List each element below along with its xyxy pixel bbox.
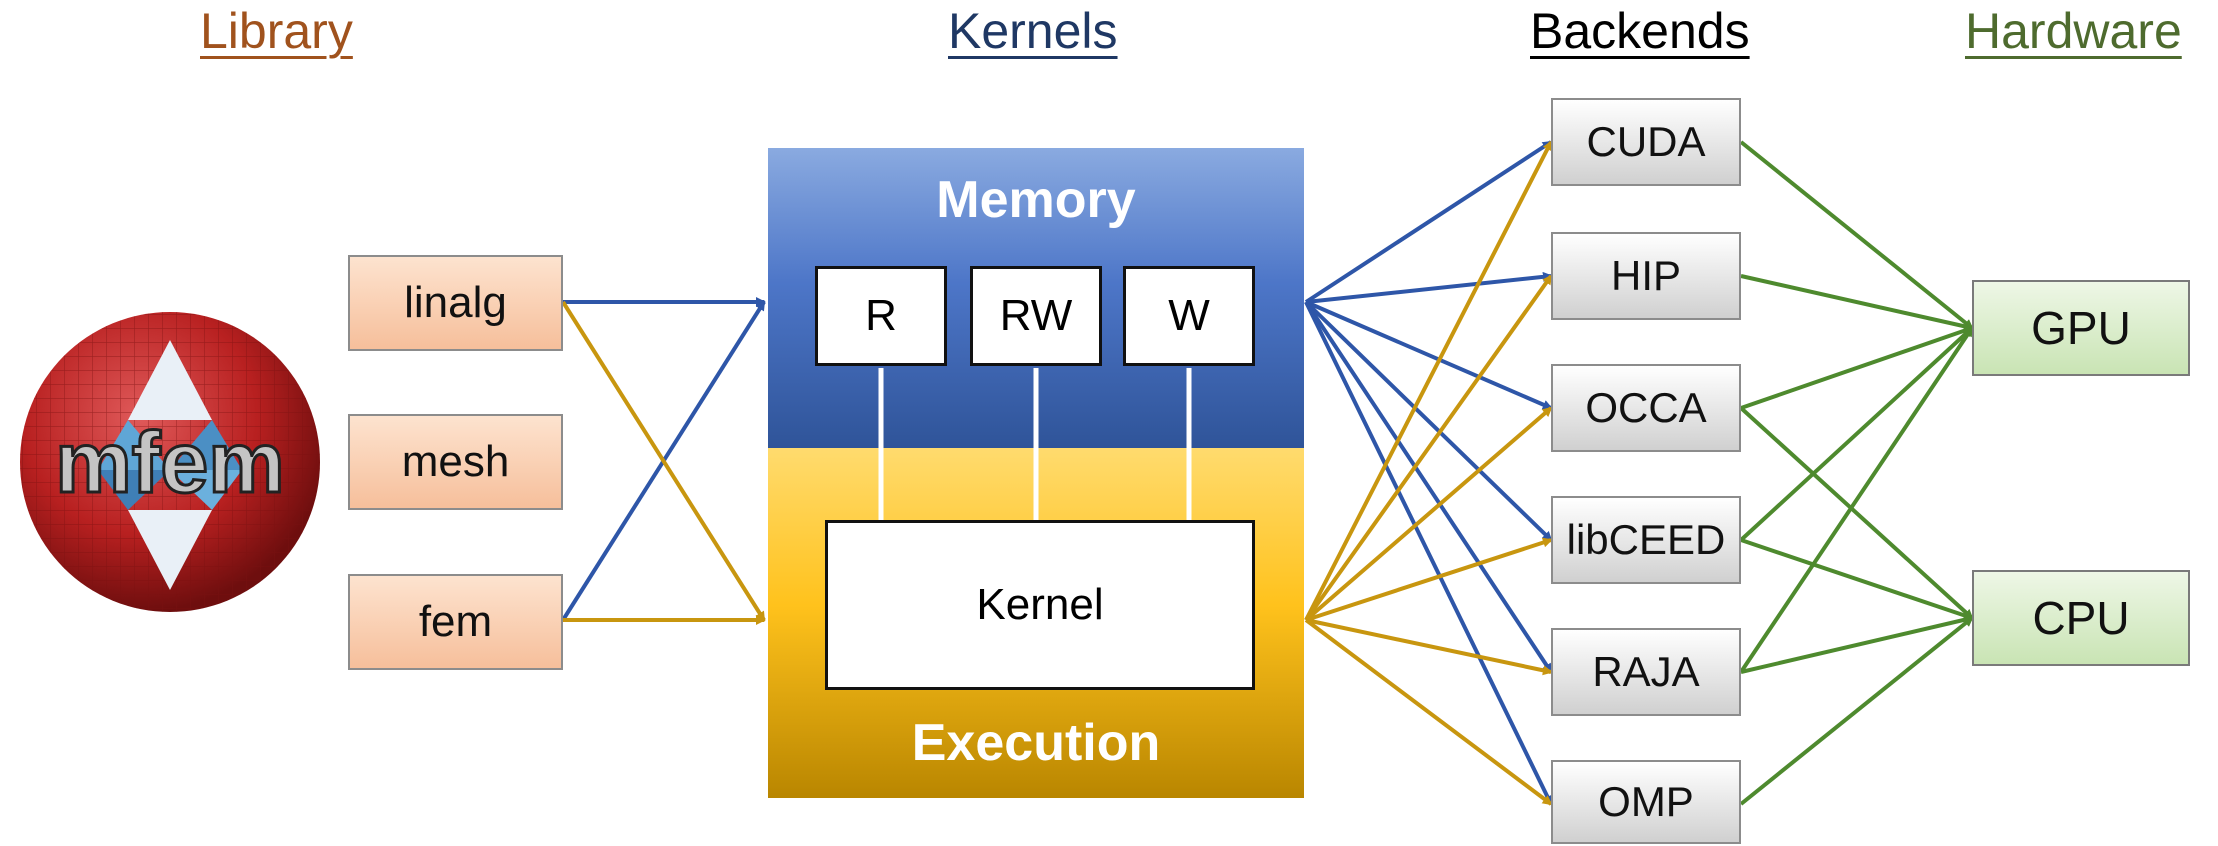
backend-cuda: CUDA [1551,98,1741,186]
kernel-box: Kernel [825,520,1255,690]
logo-text: mfem [55,415,284,511]
library-item-linalg: linalg [348,255,563,351]
memory-title: Memory [936,171,1136,229]
backend-occa: OCCA [1551,364,1741,452]
memory-mode-rw: RW [970,266,1102,366]
memory-mode-r: R [815,266,947,366]
backend-raja: RAJA [1551,628,1741,716]
arrow-linalg-execution [561,300,766,622]
library-item-mesh: mesh [348,414,563,510]
memory-to-kernel-arrows [873,368,1197,530]
backend-hip: HIP [1551,232,1741,320]
execution-title: Execution [911,714,1161,772]
library-item-fem: fem [348,574,563,670]
hardware-gpu: GPU [1972,280,2190,376]
library-heading: Library [200,3,353,59]
hardware-heading: Hardware [1965,3,2182,59]
backend-libceed: libCEED [1551,496,1741,584]
kernel-panel: Memory Execution R RW W Kernel [768,148,1304,798]
backend-omp: OMP [1551,760,1741,844]
hardware-cpu: CPU [1972,570,2190,666]
mfem-logo: mfem [20,312,320,612]
kernels-heading: Kernels [948,3,1118,59]
memory-mode-w: W [1123,266,1255,366]
backends-heading: Backends [1530,3,1750,59]
